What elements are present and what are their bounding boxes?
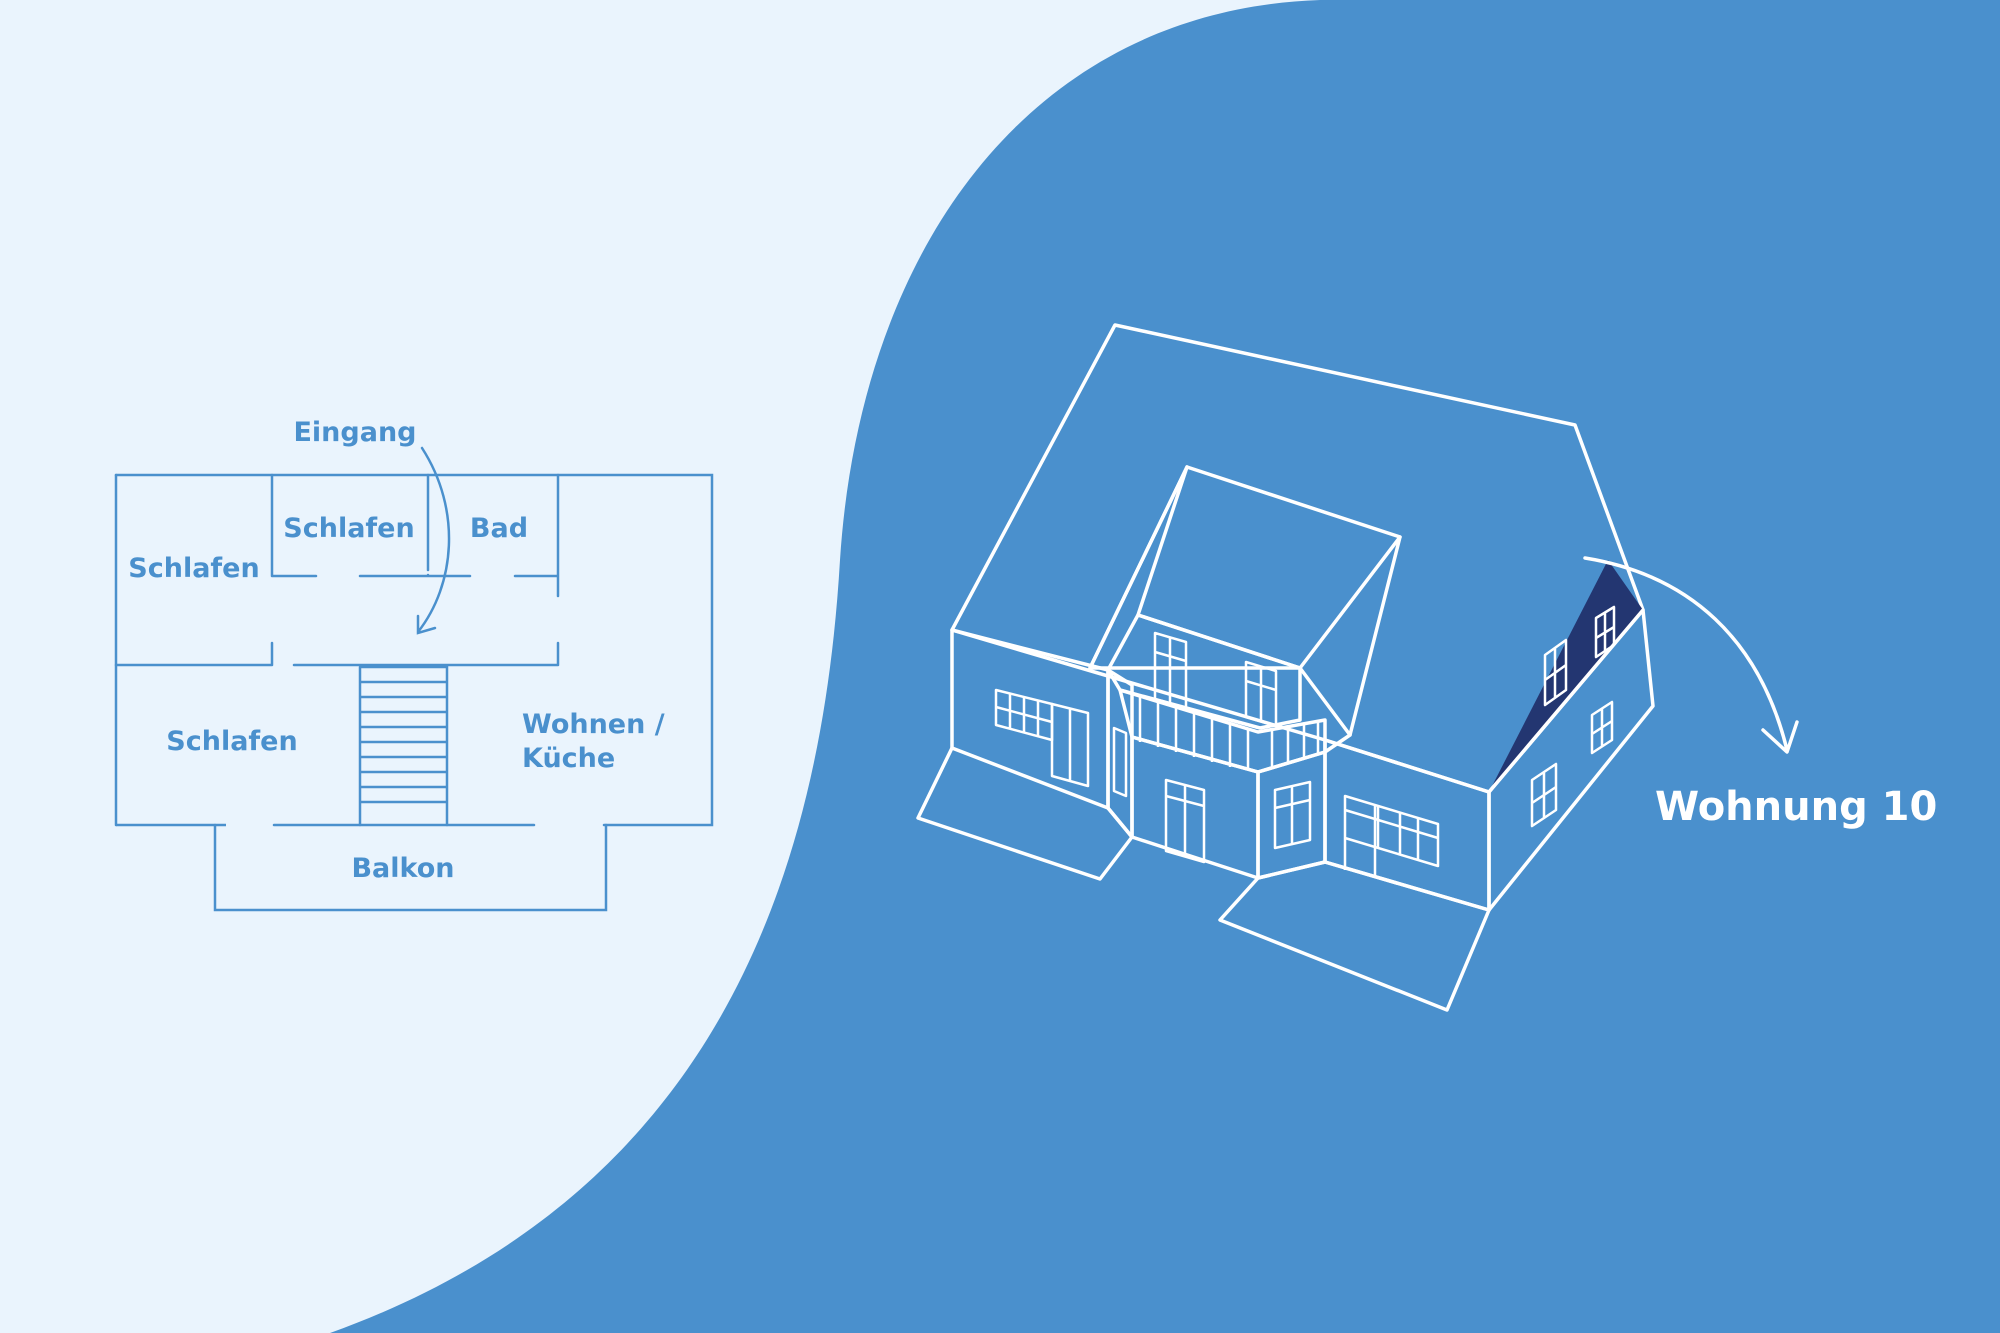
balcony-railing-bars bbox=[1138, 696, 1320, 770]
front-wall-window-group bbox=[1343, 794, 1440, 878]
room-label-bedroom-bottom: Schlafen bbox=[166, 726, 297, 757]
dormer-roof-front-edge bbox=[1323, 733, 1352, 754]
gable-window-lower-1 bbox=[1530, 762, 1558, 828]
callout-arrow bbox=[1583, 556, 1799, 754]
front-terrace bbox=[1218, 860, 1491, 1012]
room-label-bedroom-left: Schlafen bbox=[128, 553, 259, 584]
dormer-window-2 bbox=[1244, 660, 1278, 728]
balcony-label: Balkon bbox=[351, 853, 454, 884]
bay-right-window bbox=[1273, 780, 1312, 850]
entrance-arrow bbox=[416, 446, 451, 635]
dormer-window-1 bbox=[1153, 631, 1188, 710]
gable-window-lower-2 bbox=[1590, 700, 1614, 755]
room-label-living-line1: Wohnen / bbox=[522, 709, 665, 740]
balcony-railing bbox=[1118, 688, 1327, 774]
dormer-upper-wall bbox=[1106, 613, 1302, 730]
floor-plan: Eingang Schlafen Schlafen Bad Schlafen W… bbox=[114, 417, 714, 912]
staircase bbox=[358, 665, 449, 827]
gable-window-upper-1 bbox=[1543, 638, 1568, 707]
gable-window-upper-2 bbox=[1594, 605, 1616, 659]
dormer-roof-left-edge bbox=[1088, 465, 1189, 670]
balcony-outline bbox=[213, 823, 608, 912]
room-label-living-line2: Küche bbox=[522, 743, 615, 774]
interior-walls bbox=[114, 473, 560, 667]
room-label-bedroom-top: Schlafen bbox=[283, 513, 414, 544]
left-wall-door bbox=[1050, 702, 1090, 788]
house-illustration bbox=[916, 323, 1799, 1012]
room-label-bathroom: Bad bbox=[470, 513, 528, 544]
bay-front-door bbox=[1164, 778, 1206, 864]
entrance-label: Eingang bbox=[293, 417, 416, 448]
bay-left-window bbox=[1112, 726, 1128, 798]
apartment-callout-label: Wohnung 10 bbox=[1655, 784, 1937, 830]
